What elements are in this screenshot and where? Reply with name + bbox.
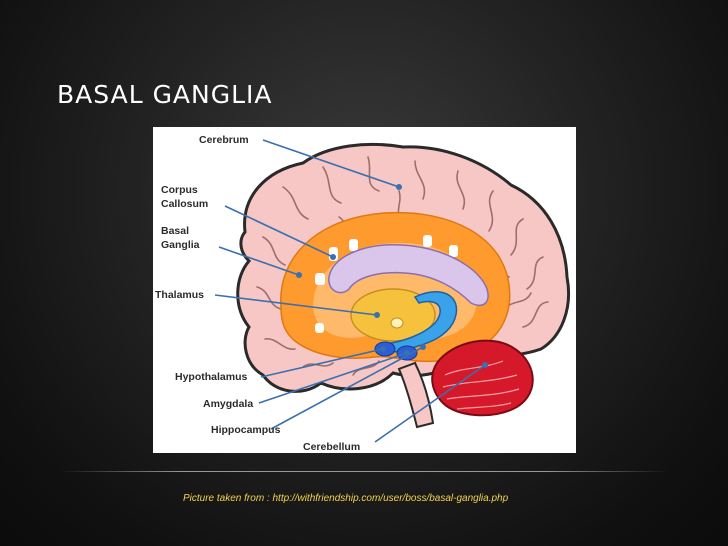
label-corpus-callosum-line1: Corpus	[161, 184, 198, 196]
label-cerebellum: Cerebellum	[303, 441, 360, 453]
cerebellum-shape	[432, 341, 533, 416]
label-basal-ganglia-line1: Basal	[161, 225, 189, 237]
slide-title: BASAL GANGLIA	[57, 80, 273, 109]
divider-line	[60, 471, 668, 472]
label-corpus-callosum-line2: Callosum	[161, 198, 208, 210]
label-hippocampus: Hippocampus	[211, 424, 281, 436]
brain-diagram: Cerebrum Corpus Callosum Basal Ganglia T…	[153, 127, 576, 453]
label-basal-ganglia-line2: Ganglia	[161, 239, 200, 251]
label-cerebrum: Cerebrum	[199, 134, 249, 146]
label-thalamus: Thalamus	[155, 289, 204, 301]
image-source-caption: Picture taken from : http://withfriendsh…	[183, 493, 508, 504]
label-hypothalamus: Hypothalamus	[175, 371, 248, 383]
label-amygdala: Amygdala	[203, 398, 253, 410]
